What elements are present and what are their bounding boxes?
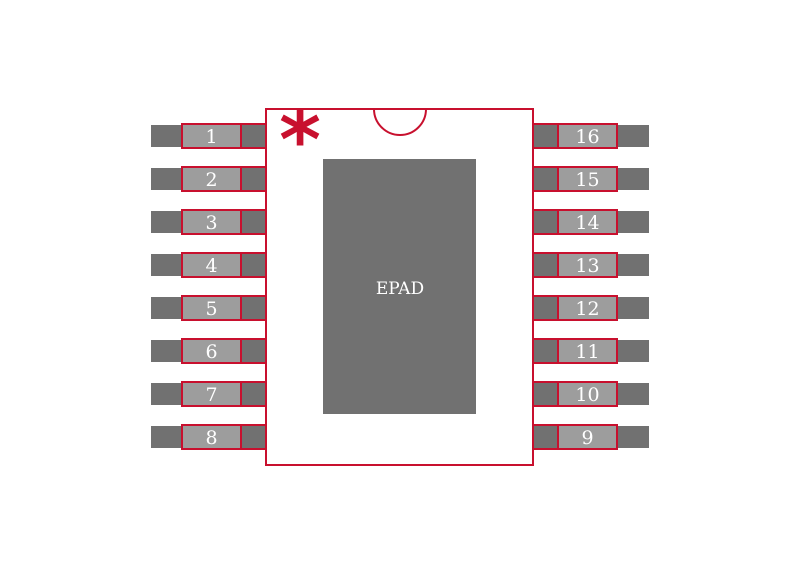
pin-label: 7 [205, 384, 217, 406]
pin-label: 14 [575, 212, 599, 234]
pin-label: 4 [205, 255, 217, 277]
pin-11: 11 [533, 338, 649, 364]
pin-outline [557, 381, 618, 407]
right-pin-row: 16 15 14 13 12 11 10 9 [533, 123, 649, 450]
pin-9: 9 [533, 424, 649, 450]
pin-8: 8 [151, 424, 266, 450]
pin-6: 6 [151, 338, 266, 364]
pin-12: 12 [533, 295, 649, 321]
pin-label: 11 [575, 341, 599, 363]
pin-15: 15 [533, 166, 649, 192]
left-pin-row: 1 2 3 4 5 6 7 8 [151, 123, 266, 450]
pin-14: 14 [533, 209, 649, 235]
pin-outline [181, 209, 242, 235]
pin-label: 12 [575, 298, 599, 320]
package-body-outline [265, 108, 534, 466]
pin1-notch [373, 108, 427, 136]
pin-4: 4 [151, 252, 266, 278]
pin-7: 7 [151, 381, 266, 407]
pin-2: 2 [151, 166, 266, 192]
pin-1: 1 [151, 123, 266, 149]
pin-outline [181, 123, 242, 149]
pin-outline [181, 338, 242, 364]
pin-13: 13 [533, 252, 649, 278]
pin-outline [557, 252, 618, 278]
epad-label: EPAD [376, 279, 424, 299]
pin-label: 16 [575, 126, 599, 148]
pin-label: 5 [205, 298, 217, 320]
pin-label: 2 [205, 169, 217, 191]
pin-label: 15 [575, 169, 599, 191]
pin-outline [557, 123, 618, 149]
pin-outline [557, 338, 618, 364]
pin-10: 10 [533, 381, 649, 407]
pin-outline [557, 209, 618, 235]
pin-outline [557, 166, 618, 192]
pin-outline [181, 166, 242, 192]
pin-label: 13 [575, 255, 599, 277]
pin-outline [181, 381, 242, 407]
pin-outline [181, 424, 242, 450]
epad [323, 159, 476, 414]
pin-outline [181, 295, 242, 321]
pin-label: 3 [205, 212, 217, 234]
pin-outline [557, 424, 618, 450]
pin-label: 10 [575, 384, 599, 406]
pin-label: 8 [205, 427, 217, 449]
pin-16: 16 [533, 123, 649, 149]
pin-outline [557, 295, 618, 321]
pin-3: 3 [151, 209, 266, 235]
pin-outline [181, 252, 242, 278]
pin1-marker-symbol: * [279, 94, 321, 187]
pin1-marker: * [279, 94, 321, 187]
pin-label: 9 [581, 427, 593, 449]
pin-5: 5 [151, 295, 266, 321]
pin-label: 6 [205, 341, 217, 363]
pin-label: 1 [205, 126, 217, 148]
